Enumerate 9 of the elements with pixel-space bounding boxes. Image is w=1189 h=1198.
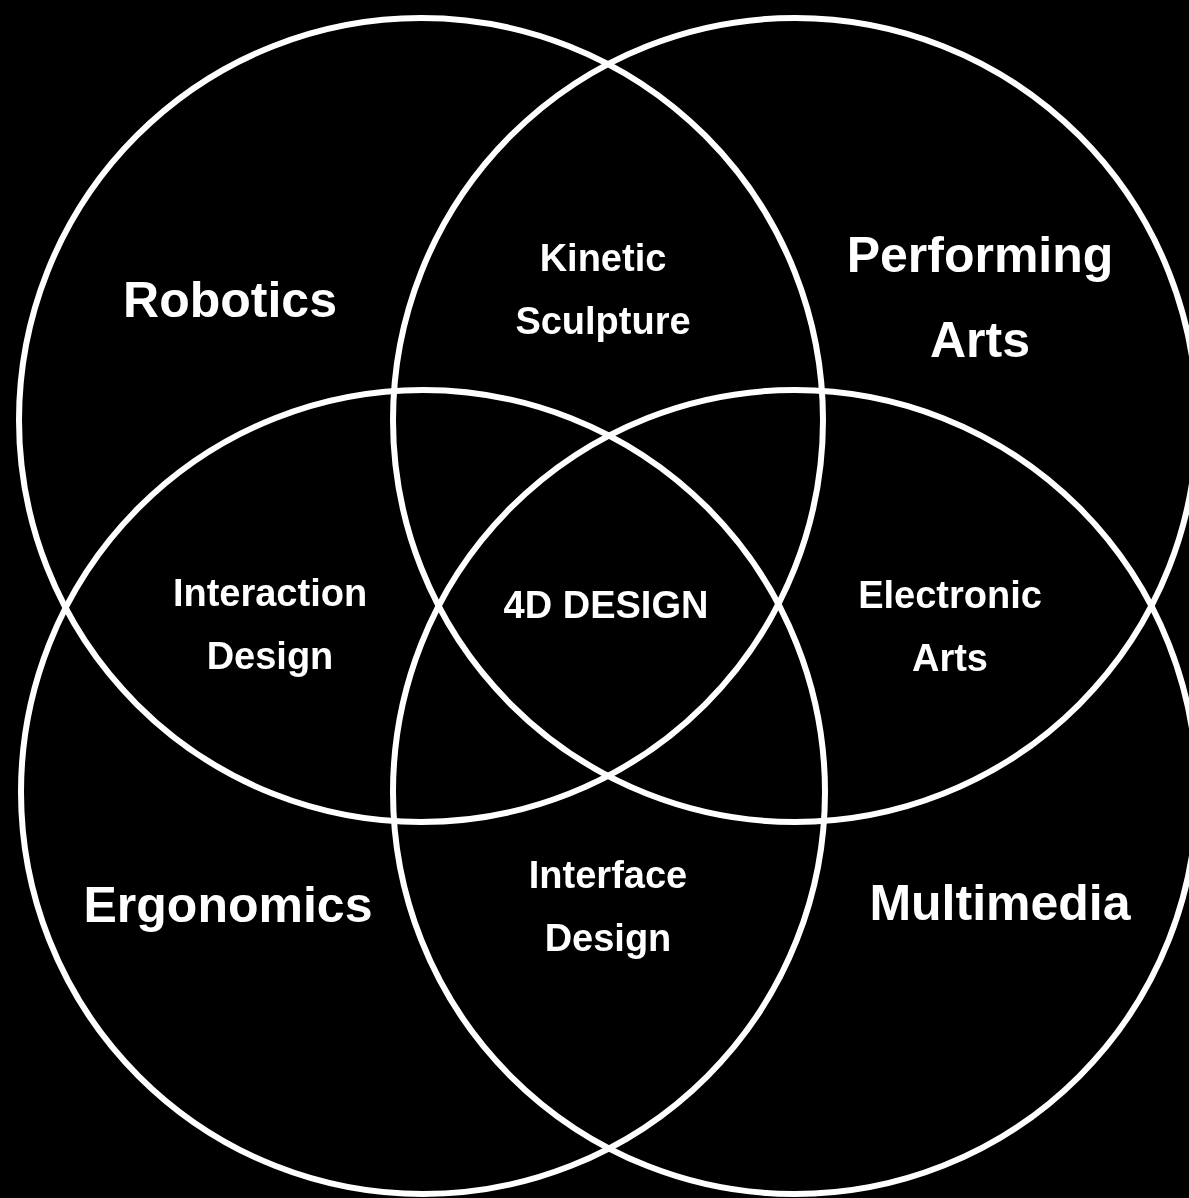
overlap-label: Interface Design xyxy=(527,853,689,961)
circle-label: Ergonomics xyxy=(82,875,374,935)
overlap-label: Kinetic Sculpture xyxy=(514,236,692,344)
overlap-label: 4D DESIGN xyxy=(502,582,710,628)
circle-label: Multimedia xyxy=(868,873,1132,933)
circle-label: Robotics xyxy=(122,270,338,330)
overlap-label: Interaction Design xyxy=(171,571,369,679)
overlap-label: Electronic Arts xyxy=(857,573,1043,681)
circle-label: Performing Arts xyxy=(845,226,1115,370)
